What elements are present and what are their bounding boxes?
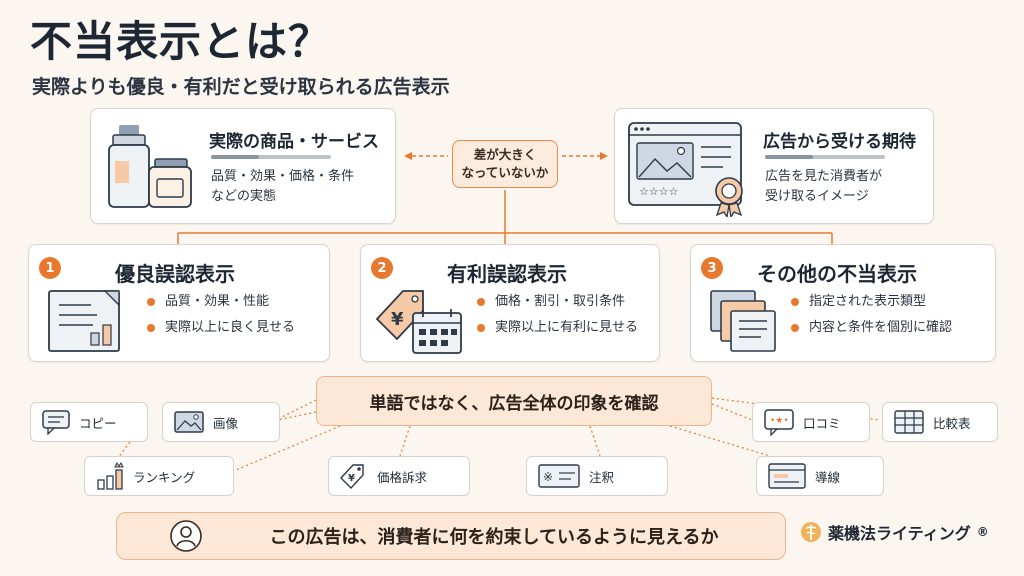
comparison-table-icon bbox=[894, 410, 924, 434]
element-note-label: 注釈 bbox=[589, 469, 615, 485]
type-3-title: その他の不当表示 bbox=[757, 262, 917, 286]
element-price: ¥ 価格訴求 bbox=[328, 456, 470, 496]
svg-text:※: ※ bbox=[543, 470, 553, 484]
actual-product-card: 実際の商品・サービス 品質・効果・価格・条件 などの実態 bbox=[90, 108, 396, 224]
type-3-bullet-2: 内容と条件を個別に確認 bbox=[791, 315, 952, 341]
speech-bubble-icon bbox=[42, 410, 70, 435]
element-image-label: 画像 bbox=[213, 415, 239, 431]
element-copy: コピー bbox=[30, 402, 148, 442]
element-ranking: ランキング bbox=[84, 456, 234, 496]
price-tag-calendar-icon: ¥ bbox=[375, 290, 462, 354]
type-2-bullet-2: 実際以上に有利に見せる bbox=[477, 315, 638, 341]
element-reviews: •★• 口コミ bbox=[752, 402, 870, 442]
center-message: 単語ではなく、広告全体の印象を確認 bbox=[316, 376, 712, 426]
expectation-title: 広告から受ける期待 bbox=[763, 132, 916, 152]
svg-text:•★•: •★• bbox=[770, 416, 789, 426]
image-icon bbox=[174, 411, 204, 433]
type-1-bullet-1: 品質・効果・性能 bbox=[147, 289, 295, 315]
actual-product-line2: などの実態 bbox=[211, 189, 277, 204]
actual-title-underline bbox=[211, 155, 331, 159]
gap-line1: 差が大きく bbox=[473, 147, 537, 162]
bottom-message: この広告は、消費者に何を約束しているように見えるか bbox=[269, 527, 719, 548]
type-1-bullet-2: 実際以上に良く見せる bbox=[147, 315, 295, 341]
ranking-chart-icon bbox=[97, 462, 124, 490]
actual-product-title: 実際の商品・サービス bbox=[209, 132, 379, 152]
element-comparison: 比較表 bbox=[882, 402, 998, 442]
web-flow-icon bbox=[768, 463, 806, 489]
element-flow: 導線 bbox=[756, 456, 884, 496]
element-note: ※ 注釈 bbox=[526, 456, 668, 496]
element-comparison-label: 比較表 bbox=[933, 415, 971, 431]
page-title: 不当表示とは？ bbox=[30, 17, 332, 66]
type-card-2: 2 有利誤認表示 ¥ 価格・割引・取引条件 実際以上に有利に見せる bbox=[360, 244, 660, 362]
review-bubble-icon: •★• bbox=[764, 409, 794, 436]
type-2-title: 有利誤認表示 bbox=[447, 262, 567, 286]
expectation-line1: 広告を見た消費者が bbox=[765, 169, 883, 184]
ad-window-award-icon: ☆☆☆☆ bbox=[628, 122, 743, 217]
bottle-jar-icon bbox=[108, 125, 192, 208]
caduceus-logo-icon bbox=[801, 522, 821, 542]
price-tag-icon: ¥ bbox=[340, 464, 364, 490]
type-card-1: 1 優良誤認表示 品質・効果・性能 実際以上に良く見せる bbox=[28, 244, 330, 362]
type-3-badge: 3 bbox=[701, 257, 723, 279]
brand-logo: 薬機法ライティング ® bbox=[800, 520, 989, 544]
note-mark-icon: ※ bbox=[538, 464, 580, 488]
person-icon bbox=[170, 520, 202, 552]
type-2-bullet-1: 価格・割引・取引条件 bbox=[477, 289, 638, 315]
brand-name: 薬機法ライティング bbox=[828, 524, 971, 543]
expectation-line2: 受け取るイメージ bbox=[765, 189, 869, 204]
expectation-card: ☆☆☆☆ 広告から受ける期待 広告を見た消費者が 受け取るイメージ bbox=[614, 108, 934, 224]
type-1-title: 優良誤認表示 bbox=[115, 262, 235, 286]
type-card-3: 3 その他の不当表示 指定された表示類型 内容と条件を個別に確認 bbox=[690, 244, 996, 362]
gap-line2: なっていないか bbox=[461, 165, 549, 180]
type-1-badge: 1 bbox=[39, 257, 61, 279]
documents-icon bbox=[710, 290, 776, 352]
svg-text:☆☆☆☆: ☆☆☆☆ bbox=[639, 185, 679, 198]
page-subtitle: 実際よりも優良・有利だと受け取られる広告表示 bbox=[32, 76, 450, 98]
type-2-bullets: 価格・割引・取引条件 実際以上に有利に見せる bbox=[477, 289, 638, 341]
element-price-label: 価格訴求 bbox=[377, 469, 428, 485]
gap-box: 差が大きく なっていないか bbox=[452, 140, 558, 188]
expectation-title-underline bbox=[765, 155, 885, 159]
bottom-message-bar: この広告は、消費者に何を約束しているように見えるか bbox=[116, 512, 786, 560]
registered-mark: ® bbox=[976, 525, 989, 539]
actual-product-line1: 品質・効果・価格・条件 bbox=[211, 169, 355, 184]
document-chart-icon bbox=[48, 290, 120, 352]
element-copy-label: コピー bbox=[79, 415, 117, 431]
type-1-bullets: 品質・効果・性能 実際以上に良く見せる bbox=[147, 289, 295, 341]
svg-text:¥: ¥ bbox=[391, 309, 404, 330]
type-2-badge: 2 bbox=[371, 257, 393, 279]
element-reviews-label: 口コミ bbox=[803, 415, 841, 431]
type-3-bullets: 指定された表示類型 内容と条件を個別に確認 bbox=[791, 289, 952, 341]
type-3-bullet-1: 指定された表示類型 bbox=[791, 289, 952, 315]
element-ranking-label: ランキング bbox=[133, 469, 196, 485]
element-image: 画像 bbox=[162, 402, 280, 442]
element-flow-label: 導線 bbox=[815, 469, 841, 485]
svg-text:¥: ¥ bbox=[348, 473, 355, 484]
